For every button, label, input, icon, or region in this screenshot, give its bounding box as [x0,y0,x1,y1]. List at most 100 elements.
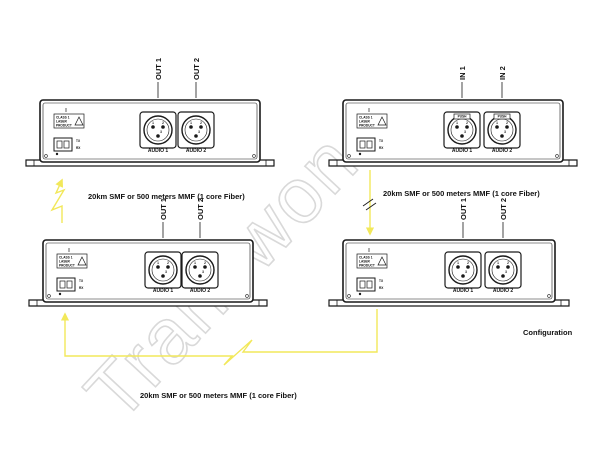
xlr-pin [496,265,500,269]
xlr-pin [156,265,160,269]
xlr-pin-number: 1 [157,261,159,265]
laser-label-text: PRODUCT [59,264,75,268]
fiber-port-tx-label: TX [76,139,81,143]
xlr-pin [193,265,197,269]
xlr-pin [203,265,207,269]
io-callout-label: OUT 2 [196,198,205,220]
fiber-port-tx-label: TX [79,279,84,283]
xlr-pin [466,265,470,269]
screw-icon [47,294,51,298]
xlr-pin-number: 3 [464,130,466,134]
fiber-link-bottom [60,309,378,366]
audio-port-label: AUDIO 2 [186,148,207,154]
laser-label-text: CLASS 1 [59,256,73,260]
fiber-port-rx-label: RX [76,146,81,150]
xlr-pin [461,274,465,278]
screw-icon [347,154,351,158]
enclosure-bezel [42,102,258,160]
fiber-link-top [50,178,66,223]
xlr-connector [143,115,173,145]
xlr-pin-number: 1 [456,121,458,125]
xlr-connector-rim [184,118,208,142]
xlr-connector [148,255,178,285]
xlr-pin [456,265,460,269]
fiber-status-led [358,292,362,296]
io-callout-label: OUT 1 [154,58,163,80]
fiber-port-rx-label: RX [79,286,84,290]
io-callout-label: OUT 1 [159,198,168,220]
xlr-pin [189,125,193,129]
enclosure-bezel [345,242,553,300]
audio-port-label: AUDIO 1 [153,288,174,294]
xlr-pin [156,134,160,138]
enclosure-bezel [345,102,561,160]
xlr-pin-number: 3 [202,270,204,274]
xlr-pin-number: 2 [466,121,468,125]
xlr-pin-number: 1 [194,261,196,265]
xlr-pin-number: 1 [190,121,192,125]
xlr-pin [500,134,504,138]
screw-icon [347,294,351,298]
audio-port-label: AUDIO 2 [190,288,211,294]
xlr-pin [166,265,170,269]
screw-icon [252,154,256,158]
xlr-connector [488,255,518,285]
fiber-port-tx-label: TX [379,139,384,143]
laser-warning-icon [377,256,387,266]
xlr-pin-number: 2 [506,121,508,125]
fiber-port-channel [366,140,373,149]
xlr-pin-number: 1 [457,261,459,265]
fiber-link-right [362,170,377,236]
xlr-pin-number: 3 [504,130,506,134]
xlr-pin [151,125,155,129]
fiber-status-led [358,152,362,156]
fiber-status-led [55,152,59,156]
laser-label-text: LASER [359,120,371,124]
xlr-connector-rim [146,118,170,142]
fiber-port-channel [359,140,366,149]
fiber-port-channel [56,140,63,149]
laser-label-text: LASER [359,260,371,264]
xlr-connector [447,115,477,145]
xlr-pin [161,125,165,129]
laser-label-text: CLASS 1 [359,116,373,120]
fiber-port-channel [59,280,66,289]
laser-warning-icon [377,116,387,126]
xlr-pin [198,274,202,278]
screw-icon [44,154,48,158]
xlr-pin [161,274,165,278]
xlr-pin-number: 2 [200,121,202,125]
push-latch-label: PUSH [498,115,508,119]
xlr-pin-number: 2 [507,261,509,265]
laser-label-text: LASER [56,120,68,124]
fiber-port-tx-label: TX [379,279,384,283]
fiber-status-led [58,292,62,296]
audio-port-label: AUDIO 1 [453,288,474,294]
xlr-pin [501,274,505,278]
xlr-connector [185,255,215,285]
xlr-pin-number: 3 [165,270,167,274]
push-latch [453,113,471,120]
xlr-pin [506,265,510,269]
screw-icon [555,154,559,158]
xlr-pin [455,125,459,129]
xlr-pin-number: 1 [496,121,498,125]
xlr-connector [487,115,517,145]
xlr-pin [194,134,198,138]
xlr-pin-number: 1 [152,121,154,125]
audio-port-label: AUDIO 2 [492,148,513,154]
xlr-pin-number: 2 [162,121,164,125]
xlr-connector-rim [188,258,212,282]
laser-label-text: LASER [59,260,71,264]
xlr-pin-number: 3 [198,130,200,134]
xlr-pin [465,125,469,129]
io-callout-label: OUT 2 [499,198,508,220]
audio-port-label: AUDIO 1 [148,148,169,154]
push-latch [493,113,511,120]
io-callout-label: OUT 2 [192,58,201,80]
xlr-pin [199,125,203,129]
audio-port-label: AUDIO 2 [493,288,514,294]
